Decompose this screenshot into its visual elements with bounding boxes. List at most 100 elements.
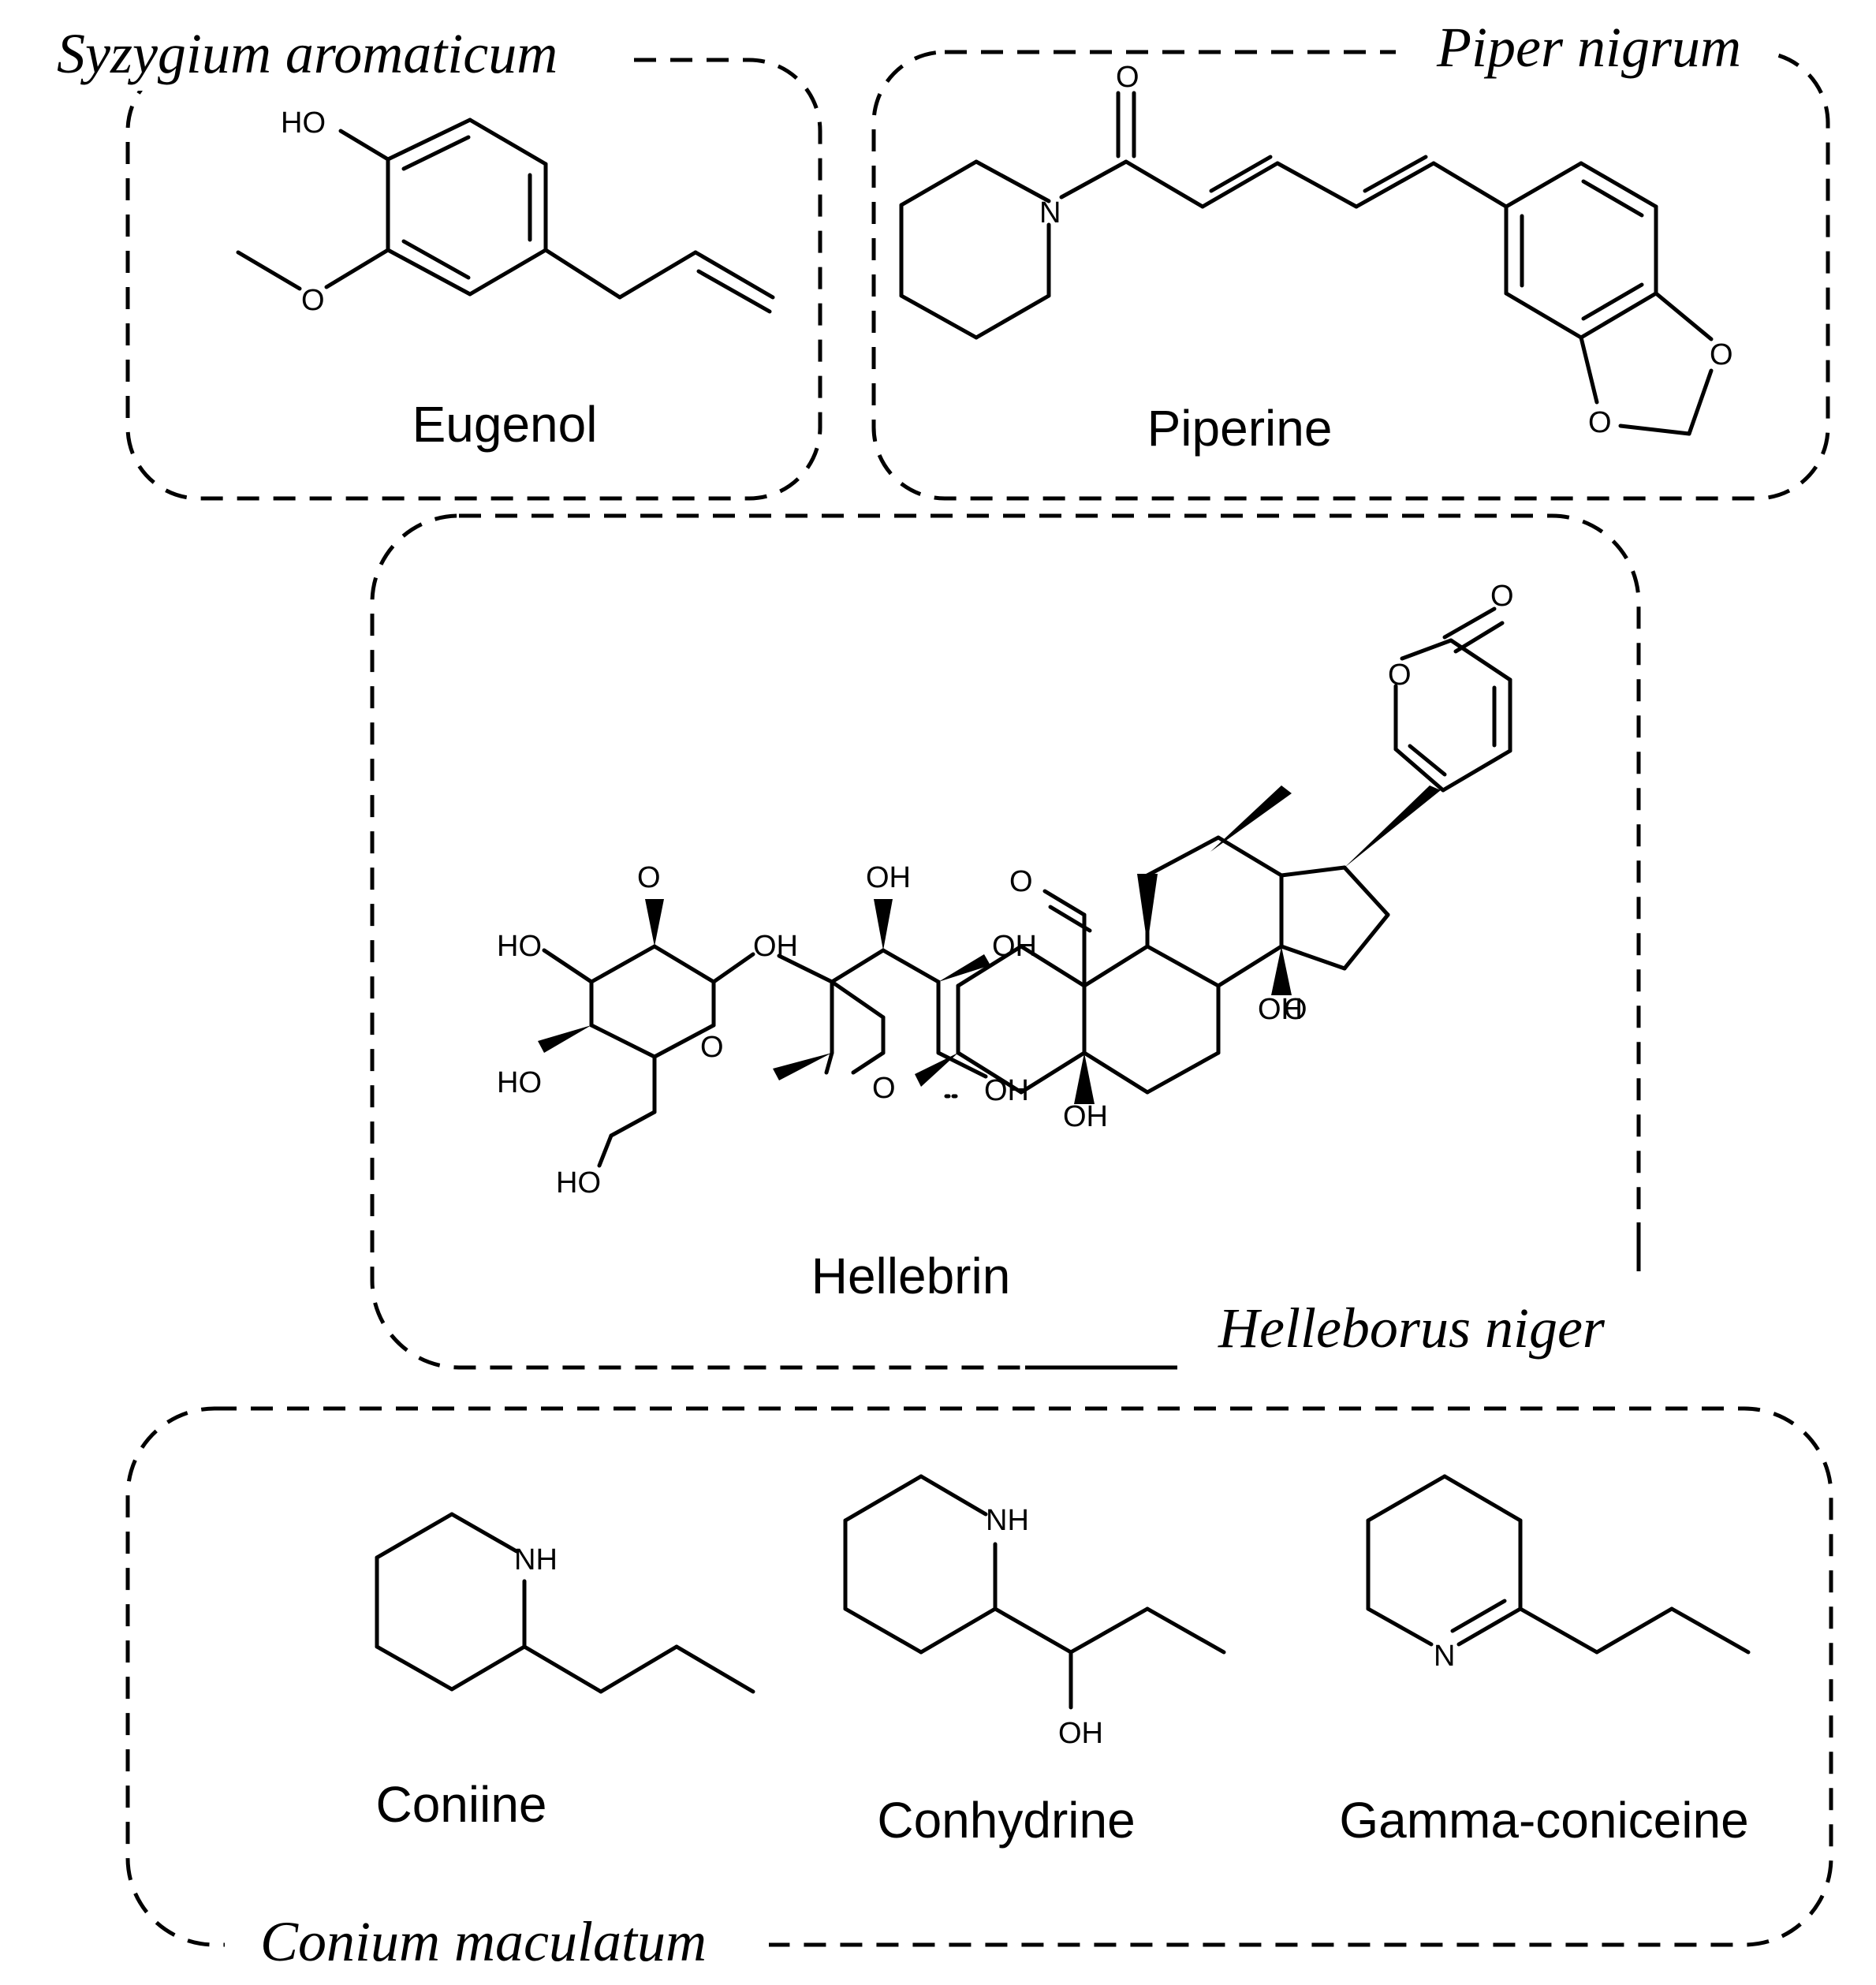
atom-label: HO [497, 1066, 542, 1099]
bond [674, 1644, 755, 1694]
group-helleborus-niger: Helleborus niger O O [370, 513, 1691, 1397]
compound-name-gamma-coniceine: Gamma-coniceine [1339, 1792, 1748, 1849]
atom-label: NH [514, 1543, 558, 1576]
bond [1216, 944, 1284, 988]
wedge-bond [1137, 874, 1158, 945]
bond [843, 1474, 923, 1523]
bond [1431, 161, 1509, 209]
atom-label: O [700, 1031, 724, 1064]
bond [1354, 161, 1436, 209]
bond [1082, 1050, 1150, 1095]
bond [449, 1644, 527, 1692]
bond [1594, 1606, 1674, 1655]
wedge-bond [874, 899, 893, 950]
bond [522, 1644, 603, 1694]
bond [696, 269, 772, 314]
bond [1450, 1599, 1507, 1633]
bond [1581, 179, 1644, 218]
bond [1145, 1606, 1226, 1655]
bond [1579, 161, 1658, 209]
bond [1342, 912, 1390, 971]
bond [1453, 621, 1505, 654]
bond [401, 135, 471, 171]
wedge-bond [1210, 785, 1292, 852]
atom-label: OH [1058, 1717, 1103, 1750]
compound-name-conhydrine: Conhydrine [877, 1792, 1135, 1849]
bond [1124, 159, 1205, 209]
bond [589, 944, 657, 984]
bond [1200, 161, 1280, 209]
piperine-structure: O N O O [899, 61, 1733, 439]
bond [324, 248, 390, 289]
compound-name-eugenol: Eugenol [412, 396, 598, 453]
compound-name-coniine: Coniine [375, 1776, 546, 1833]
atom-label: O [872, 1072, 896, 1105]
bond [1504, 291, 1583, 340]
atom-label: OH [984, 1074, 1029, 1107]
bond [1654, 291, 1714, 341]
bond [843, 1606, 923, 1655]
species-label-syzygium: Syzygium aromaticum [57, 22, 558, 85]
bond [338, 129, 390, 162]
bond [386, 118, 472, 162]
wedge-bond [645, 899, 664, 946]
bond [1687, 368, 1714, 436]
bond [1342, 865, 1390, 917]
bond [851, 1050, 886, 1075]
atom-label: N [1039, 196, 1061, 229]
bond [1363, 155, 1428, 193]
atom-label: O [1710, 338, 1733, 371]
bond [1145, 835, 1221, 878]
bond [543, 248, 622, 300]
atom-label: OH [992, 930, 1037, 963]
bond [956, 944, 1024, 988]
gamma-coniceine-structure: N [1366, 1474, 1751, 1673]
bond [1082, 944, 1150, 988]
bond [1618, 423, 1691, 436]
bond [693, 250, 775, 300]
bond [1059, 159, 1128, 200]
atom-label: O [1490, 580, 1514, 613]
atom-label: O [1116, 61, 1139, 94]
group-box-conium [125, 1406, 1833, 1947]
wedge-bond [538, 1025, 591, 1053]
wedge-bond [773, 1053, 832, 1080]
bond [711, 952, 755, 984]
bond [974, 159, 1051, 203]
bond [1069, 1606, 1150, 1655]
bond [1393, 747, 1445, 793]
atom-label: O [1009, 865, 1033, 898]
bond [386, 248, 472, 297]
bond [652, 1023, 716, 1059]
bond [1441, 748, 1512, 793]
wedge-bond [915, 1053, 958, 1087]
bond [375, 1644, 454, 1692]
group-box-helleborus [370, 513, 1641, 1370]
bond [1581, 282, 1644, 321]
compound-name-hellebrin: Hellebrin [811, 1248, 1011, 1304]
bond [919, 1606, 998, 1655]
wedge-bond [1074, 1053, 1095, 1104]
bond [993, 1606, 1073, 1655]
bond [1275, 161, 1359, 209]
bond [542, 948, 594, 984]
atom-label: O [301, 284, 325, 317]
bond [1019, 944, 1087, 988]
compound-name-piperine: Piperine [1147, 400, 1333, 457]
bond [401, 239, 471, 280]
bond [1408, 744, 1447, 777]
species-label-piper: Piper nigrum [1436, 16, 1741, 79]
bond [468, 118, 548, 166]
group-box-piper [871, 50, 1830, 501]
bond [468, 248, 548, 297]
group-piper-nigrum: Piper nigrum [871, 16, 1830, 501]
bond [1504, 161, 1583, 209]
atom-label: HO [497, 930, 542, 963]
bond [956, 1050, 1024, 1095]
bond [1456, 1606, 1523, 1647]
atom-label: NH [986, 1504, 1029, 1537]
bond [1279, 865, 1347, 878]
atom-label: O [1284, 993, 1307, 1026]
bond [1042, 889, 1087, 917]
